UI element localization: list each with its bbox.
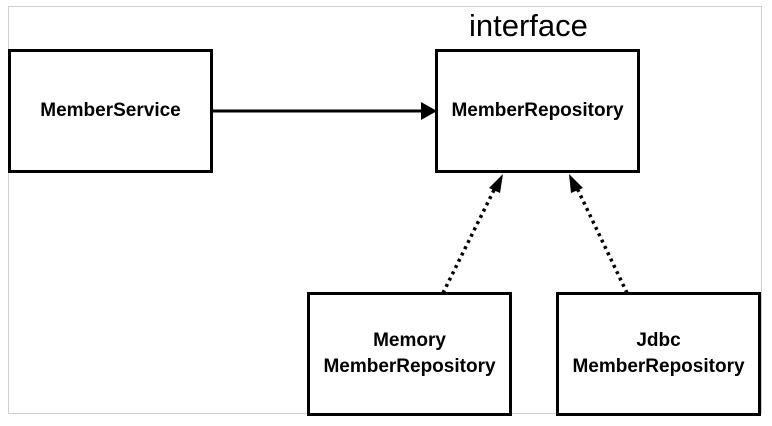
memory-implements-arrowhead bbox=[489, 174, 503, 193]
memory-label-line1: Memory bbox=[373, 330, 446, 351]
interface-stereotype-label: interface bbox=[469, 8, 588, 43]
dependency-arrowhead bbox=[421, 102, 437, 120]
jdbc-implements-line bbox=[575, 187, 629, 294]
member-repository-label: MemberRepository bbox=[451, 100, 624, 121]
memory-label-line2: MemberRepository bbox=[323, 356, 496, 377]
jdbc-label-line2: MemberRepository bbox=[572, 356, 745, 377]
memory-member-repository-box: Memory MemberRepository bbox=[307, 292, 512, 416]
memory-implements-line bbox=[441, 187, 497, 294]
member-repository-interface-box: MemberRepository bbox=[435, 49, 640, 173]
jdbc-label-line1: Jdbc bbox=[636, 330, 681, 351]
member-service-label: MemberService bbox=[40, 100, 181, 121]
jdbc-implements-arrowhead bbox=[569, 174, 583, 193]
jdbc-member-repository-box: Jdbc MemberRepository bbox=[556, 292, 761, 416]
member-service-box: MemberService bbox=[8, 49, 213, 173]
